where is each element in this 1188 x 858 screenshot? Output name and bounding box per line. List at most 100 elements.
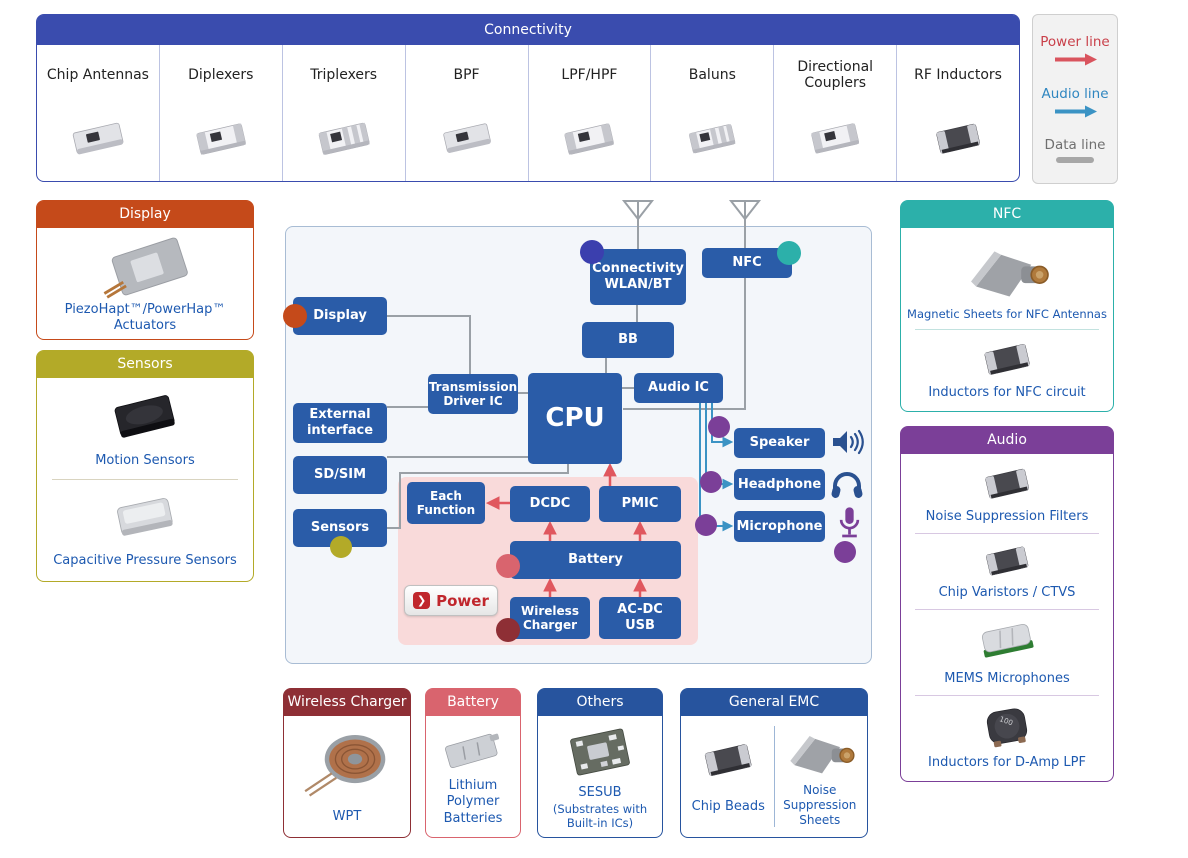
display-card-header: Display (37, 201, 253, 228)
connectivity-item-diplexers: Diplexers (158, 45, 282, 181)
sensors-card: Sensors Motion Sensors Capacitive Pressu… (36, 350, 254, 582)
connectivity-item-directional-couplers: Directional Couplers (773, 45, 896, 181)
inductors-nfc-link[interactable]: Inductors for NFC circuit (928, 384, 1086, 400)
noise-suppression-sheets-link[interactable]: Noise Suppression Sheets (783, 782, 857, 827)
chip-varistors-link[interactable]: Chip Varistors / CTVS (938, 585, 1076, 601)
power-button-label: Power (436, 591, 489, 610)
divider (915, 608, 1099, 610)
chip-antennas-icon (65, 116, 131, 160)
audio-line-arrow-icon (1055, 105, 1097, 117)
divider (915, 329, 1099, 331)
block-microphone: Microphone (734, 511, 825, 542)
connectivity-item-triplexers: Triplexers (281, 45, 405, 181)
inductors-nfc-icon (976, 338, 1038, 379)
data-line-bar-icon (1055, 156, 1094, 163)
block-bb: BB (582, 322, 674, 358)
connectivity-item-label: Baluns (688, 66, 736, 83)
chip-beads-icon (696, 738, 760, 781)
others-card-header: Others (538, 689, 662, 716)
wpt-coil-icon (298, 727, 396, 802)
block-each-function: Each Function (407, 482, 485, 524)
capacitive-pressure-sensors-link[interactable]: Capacitive Pressure Sensors (53, 553, 237, 569)
display-card: Display PiezoHapt™/PowerHap™ Actuators (36, 200, 254, 340)
emc-item-chip-beads: Chip Beads (683, 720, 774, 833)
block-sensors: Sensors (293, 509, 387, 547)
sesub-sublabel: (Substrates with Built-in ICs) (552, 802, 648, 830)
legend: Power line Audio line Data line (1032, 14, 1118, 184)
battery-card: Battery Lithium Polymer Batteries (425, 688, 521, 838)
legend-audio-line: Audio line (1041, 86, 1109, 118)
motion-sensors-link[interactable]: Motion Sensors (95, 453, 195, 469)
others-card: Others SESUB (Substrates with Built-in I… (537, 688, 663, 838)
legend-power-line: Power line (1040, 34, 1110, 66)
block-connectivity-wlan-bt: Connectivity WLAN/BT (590, 249, 686, 305)
legend-power-line-label: Power line (1040, 34, 1110, 51)
emc-item-noise-suppression-sheets: Noise Suppression Sheets (775, 720, 866, 833)
connectivity-item-label: RF Inductors (914, 66, 1002, 83)
connectivity-item-baluns: Baluns (650, 45, 773, 181)
noise-suppression-filters-icon (977, 463, 1037, 503)
divider (51, 478, 239, 480)
block-sd-sim: SD/SIM (293, 456, 387, 494)
sensors-card-header: Sensors (37, 351, 253, 378)
diplexers-icon (189, 117, 253, 160)
connectivity-item-label: Triplexers (310, 66, 378, 83)
block-transmission-driver-ic: Transmission Driver IC (428, 374, 518, 414)
piezohapt-actuators-link[interactable]: PiezoHapt™/PowerHap™ Actuators (64, 301, 226, 333)
wireless-charger-card: Wireless Charger WPT (283, 688, 411, 838)
rf-inductors-icon (928, 118, 988, 158)
general-emc-card: General EMC Chip Beads Noise Suppression… (680, 688, 868, 838)
connectivity-item-rf-inductors: RF Inductors (896, 45, 1019, 181)
sesub-link[interactable]: SESUB (578, 784, 622, 800)
block-headphone: Headphone (734, 469, 825, 500)
block-external-interface: External interface (293, 403, 387, 443)
block-audio-ic: Audio IC (634, 373, 723, 403)
noise-suppression-filters-link[interactable]: Noise Suppression Filters (925, 508, 1089, 524)
battery-card-header: Battery (426, 689, 520, 716)
lpf-hpf-icon (557, 117, 621, 160)
power-button[interactable]: ❯ Power (404, 585, 498, 616)
block-wireless-charger: Wireless Charger (510, 597, 590, 639)
block-pmic: PMIC (599, 486, 681, 522)
connectivity-item-label: Diplexers (188, 66, 254, 83)
connectivity-item-lpf-hpf: LPF/HPF (527, 45, 651, 181)
baluns-icon (682, 118, 742, 158)
connectivity-card-header: Connectivity (37, 15, 1019, 45)
mems-microphones-link[interactable]: MEMS Microphones (944, 671, 1070, 687)
connectivity-item-label: Directional Couplers (797, 58, 874, 91)
divider (915, 694, 1099, 696)
noise-suppression-sheets-icon (782, 725, 858, 778)
capacitive-pressure-sensors-icon (102, 489, 188, 546)
connectivity-card: Connectivity Chip Antennas Diplexers Tri… (36, 14, 1020, 182)
nfc-card: NFC Magnetic Sheets for NFC Antennas Ind… (900, 200, 1114, 412)
connectivity-item-bpf: BPF (404, 45, 528, 181)
connectivity-item-label: BPF (453, 66, 480, 83)
microphone-icon (837, 506, 862, 546)
magnetic-sheets-nfc-icon (961, 238, 1053, 302)
headphone-icon (830, 469, 864, 503)
block-dcdc: DCDC (510, 486, 590, 522)
legend-data-line: Data line (1045, 137, 1105, 164)
inductors-damp-lpf-icon: 100 (978, 703, 1036, 749)
speaker-icon (831, 427, 865, 461)
audio-card-header: Audio (901, 427, 1113, 454)
block-display: Display (293, 297, 387, 335)
connectivity-item-label: Chip Antennas (46, 66, 149, 83)
connectivity-item-chip-antennas: Chip Antennas (37, 45, 159, 181)
sesub-icon (560, 722, 640, 782)
triplexers-icon (311, 116, 377, 160)
magnetic-sheets-nfc-link[interactable]: Magnetic Sheets for NFC Antennas (907, 307, 1107, 322)
motion-sensors-icon (102, 389, 188, 446)
chip-beads-link[interactable]: Chip Beads (691, 798, 765, 814)
block-nfc: NFC (702, 248, 792, 278)
inductors-damp-lpf-link[interactable]: Inductors for D-Amp LPF (928, 755, 1086, 771)
nfc-card-header: NFC (901, 201, 1113, 228)
wpt-link[interactable]: WPT (332, 809, 362, 825)
connectivity-item-label: LPF/HPF (561, 66, 618, 83)
lithium-polymer-batteries-link[interactable]: Lithium Polymer Batteries (443, 778, 503, 826)
piezohapt-actuators-icon (93, 233, 197, 301)
block-cpu: CPU (528, 373, 622, 464)
block-ac-dc-usb: AC-DC USB (599, 597, 681, 639)
directional-couplers-icon (804, 117, 866, 158)
